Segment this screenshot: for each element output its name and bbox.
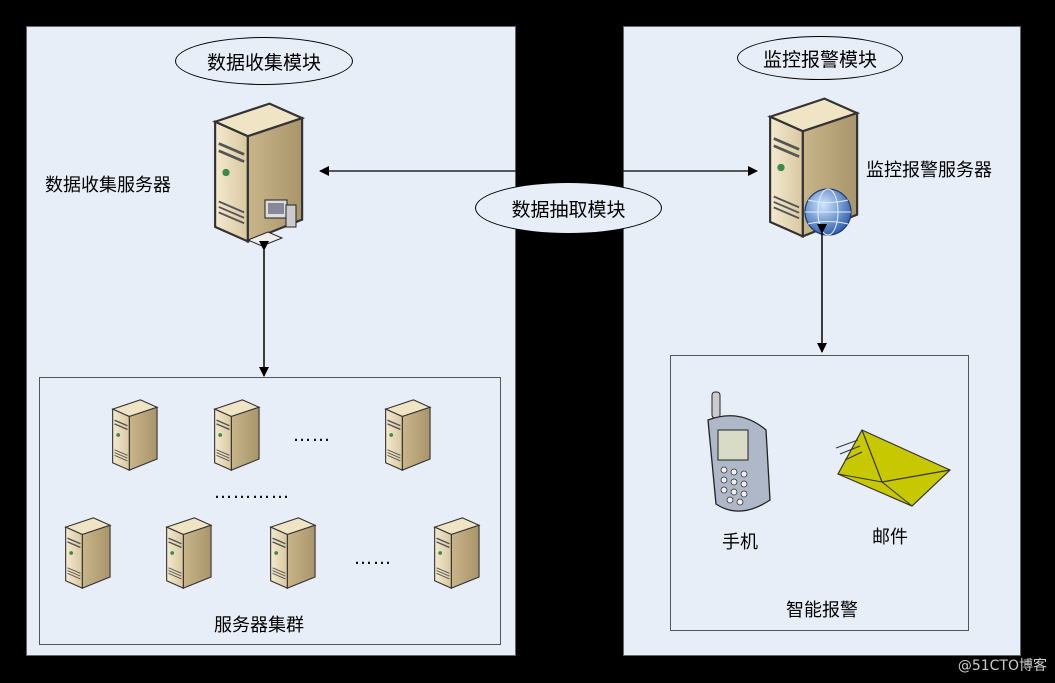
data-collection-module-title: 数据收集模块 <box>175 37 353 85</box>
data-collection-server-icon <box>213 102 304 247</box>
cluster-row2-ellipsis: …… <box>354 548 392 569</box>
cluster-server-icon-4 <box>64 517 111 589</box>
phone-label: 手机 <box>722 532 758 553</box>
monitoring-server-icon <box>768 97 859 238</box>
cluster-server-icon-6 <box>269 517 316 589</box>
cluster-server-icon-1 <box>111 399 158 471</box>
mobile-phone-icon <box>707 391 771 512</box>
cluster-middle-ellipsis: ………… <box>214 482 290 503</box>
cluster-server-icon-2 <box>213 399 260 471</box>
smart-alarm-label: 智能报警 <box>786 600 858 621</box>
data-collection-server-label: 数据收集服务器 <box>45 175 171 196</box>
cluster-server-icon-3 <box>384 399 431 471</box>
monitoring-alarm-module-title: 监控报警模块 <box>737 36 903 80</box>
monitoring-server-label: 监控报警服务器 <box>866 160 992 181</box>
cluster-row1-ellipsis: …… <box>293 425 331 446</box>
mail-label: 邮件 <box>872 527 908 548</box>
data-extraction-module-label: 数据抽取模块 <box>475 182 662 234</box>
mail-envelope-icon <box>835 429 952 507</box>
cluster-server-icon-7 <box>433 517 480 589</box>
cluster-server-icon-5 <box>165 517 212 589</box>
server-cluster-label: 服务器集群 <box>214 615 304 636</box>
watermark: @51CTO博客 <box>957 658 1047 674</box>
